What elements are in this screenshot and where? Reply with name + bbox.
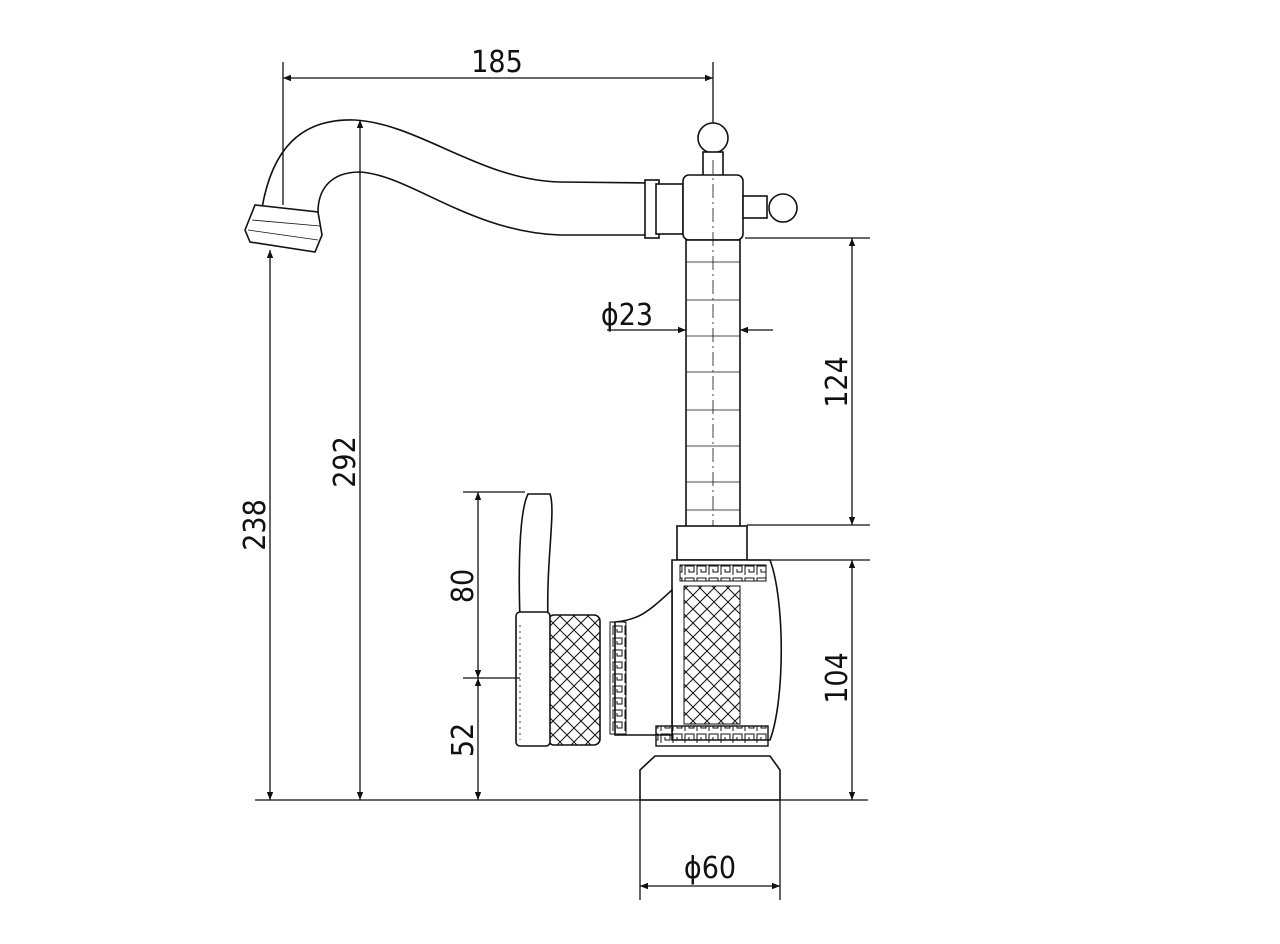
column-head <box>682 122 798 241</box>
label-overall-reach: 185 <box>471 45 523 80</box>
label-column-diameter: ϕ23 <box>601 298 653 333</box>
decorated-body <box>609 559 783 801</box>
column <box>676 160 748 561</box>
label-body-height: 104 <box>820 652 855 704</box>
faucet <box>244 119 798 801</box>
spout <box>244 119 684 253</box>
label-spout-outlet-height: 238 <box>238 499 273 551</box>
dimension-labels: 185 238 292 124 104 80 52 ϕ23 ϕ60 <box>238 45 855 886</box>
label-overall-height: 292 <box>328 436 363 488</box>
dimension-lines <box>255 62 870 900</box>
handle <box>515 493 601 747</box>
label-handle-height: 80 <box>446 569 481 603</box>
label-base-diameter: ϕ60 <box>684 851 736 886</box>
label-column-height: 124 <box>820 356 855 408</box>
label-handle-axis-height: 52 <box>446 723 481 757</box>
